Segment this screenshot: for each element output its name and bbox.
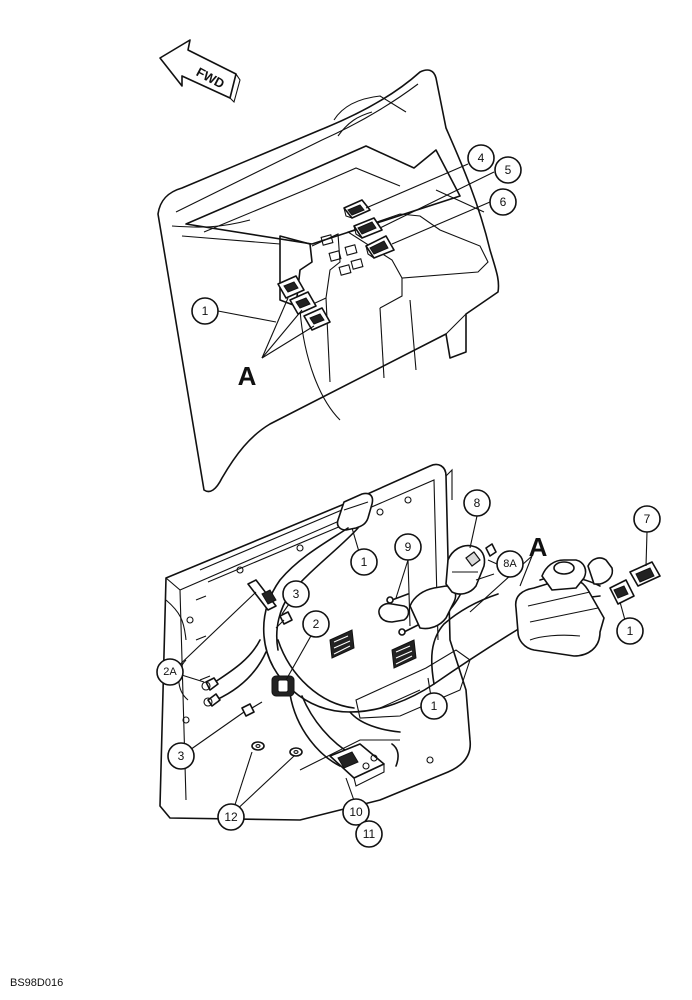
callout-3-upper: 3 — [282, 580, 310, 608]
rocker-switch-6 — [365, 235, 395, 259]
group-letter-upper: A — [238, 361, 257, 391]
callout-label: 1 — [361, 555, 368, 569]
decal-left — [329, 629, 355, 659]
switch-group-a — [277, 275, 331, 331]
callout-12: 12 — [217, 803, 245, 831]
rocker-switch-5 — [353, 217, 383, 239]
upper-console-cover — [157, 69, 500, 493]
callout-label: 2 — [313, 617, 320, 631]
switch-7 — [609, 561, 661, 605]
figure-code: BS98D016 — [10, 977, 63, 989]
callout-label: 8 — [474, 496, 481, 510]
callout-2a: 2A — [156, 658, 184, 686]
callout-9: 9 — [394, 533, 422, 561]
callout-label: 1 — [202, 304, 209, 318]
callout-11: 11 — [355, 820, 383, 848]
washer-12a — [251, 741, 265, 751]
upper-leader-lines — [217, 163, 495, 359]
control-housing — [514, 557, 614, 657]
callout-label: 12 — [224, 810, 238, 824]
rocker-switch-group — [343, 199, 395, 259]
callout-label: 9 — [405, 540, 412, 554]
callout-label: 1 — [627, 624, 634, 638]
bolt-3-lower — [241, 701, 263, 717]
screw-9b — [398, 623, 421, 636]
callout-label: 6 — [500, 195, 507, 209]
rocker-switch-4 — [343, 199, 371, 219]
callout-label: 11 — [363, 827, 376, 841]
lower-frame-panel — [159, 463, 472, 821]
callout-label: 3 — [178, 749, 185, 763]
harness-connector-top — [336, 492, 374, 531]
callout-3-lower: 3 — [167, 742, 195, 770]
switch-a-3 — [303, 307, 331, 331]
bolt-3-upper — [275, 611, 293, 629]
callout-1-connector: 1 — [350, 548, 378, 576]
switch-a-1 — [277, 275, 305, 299]
callout-label: 1 — [431, 699, 438, 713]
key-switch — [378, 543, 497, 630]
switch-10-11 — [329, 743, 385, 787]
callout-5: 5 — [494, 156, 522, 184]
callout-1-upper: 1 — [191, 297, 219, 325]
callout-10: 10 — [342, 798, 370, 826]
switch-a-2 — [289, 291, 317, 315]
ring-terminal-2 — [203, 693, 221, 707]
callout-label: 5 — [505, 163, 512, 177]
callout-1-switch7: 1 — [616, 617, 644, 645]
callout-label: 7 — [644, 512, 651, 526]
callout-7: 7 — [633, 505, 661, 533]
forward-arrow-icon: FWD — [159, 39, 241, 104]
callout-label: 3 — [293, 587, 300, 601]
callout-2: 2 — [302, 610, 330, 638]
group-letter-lower: A — [529, 532, 548, 562]
ring-terminal-1 — [201, 677, 219, 691]
callout-label: 2A — [163, 666, 177, 678]
callout-1-harness: 1 — [420, 692, 448, 720]
callout-4: 4 — [467, 144, 495, 172]
callout-8a: 8A — [496, 550, 524, 578]
callout-label: 10 — [349, 805, 363, 819]
bracket-2a — [247, 579, 277, 611]
decal-right — [391, 639, 417, 669]
washer-12b — [289, 747, 303, 757]
callout-label: 4 — [478, 151, 485, 165]
harness-clip — [271, 675, 295, 697]
callout-label: 8A — [503, 558, 517, 570]
callout-6: 6 — [489, 188, 517, 216]
callout-8: 8 — [463, 489, 491, 517]
